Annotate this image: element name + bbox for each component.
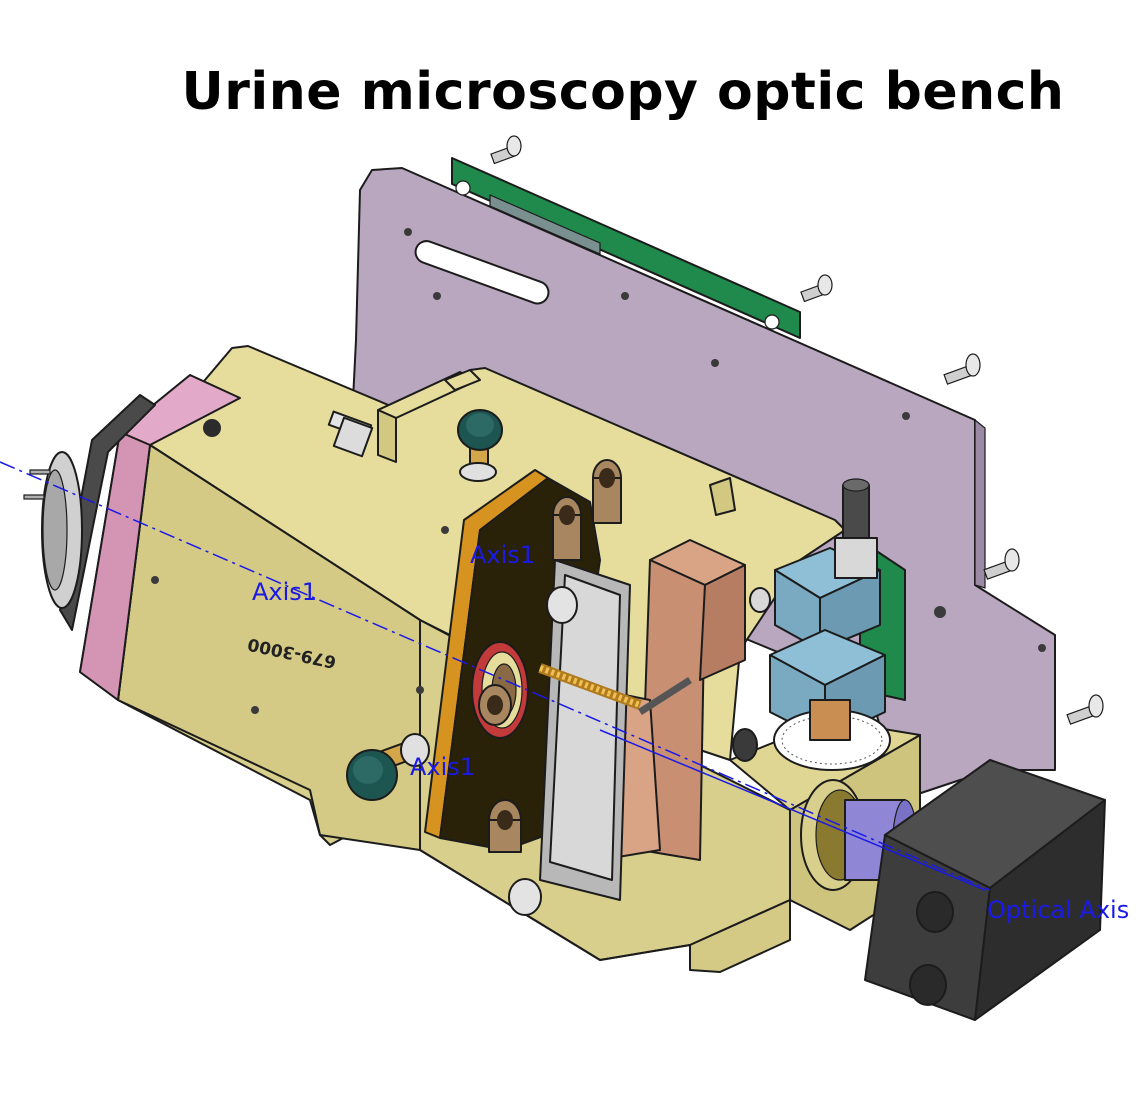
- knob-upper: [457, 409, 503, 482]
- screws: [490, 135, 1104, 725]
- bushing: [552, 496, 582, 561]
- axis-label: Axis1: [410, 753, 475, 781]
- focus-mechanism: [478, 459, 746, 916]
- bushing: [478, 684, 512, 726]
- screw: [943, 353, 981, 385]
- axis-label: Axis1: [470, 541, 535, 569]
- screw: [1066, 694, 1104, 725]
- bushing: [488, 799, 522, 853]
- spring: [538, 663, 642, 710]
- optical-axis-label: Optical Axis: [987, 896, 1129, 924]
- bushing: [592, 459, 622, 524]
- page-title: Urine microscopy optic bench: [181, 62, 1065, 122]
- axis-label: Axis1: [252, 578, 317, 606]
- optical-axis-lines: [0, 461, 991, 891]
- screw: [490, 135, 522, 165]
- light-source-end: [23, 374, 241, 701]
- screw: [800, 274, 833, 303]
- adjustment-bracket: [732, 478, 891, 771]
- micrometer-dial: [773, 699, 891, 771]
- camera-body: [864, 759, 1106, 1021]
- pin: [327, 410, 374, 458]
- screw: [983, 548, 1020, 580]
- knob-lower: [346, 733, 430, 801]
